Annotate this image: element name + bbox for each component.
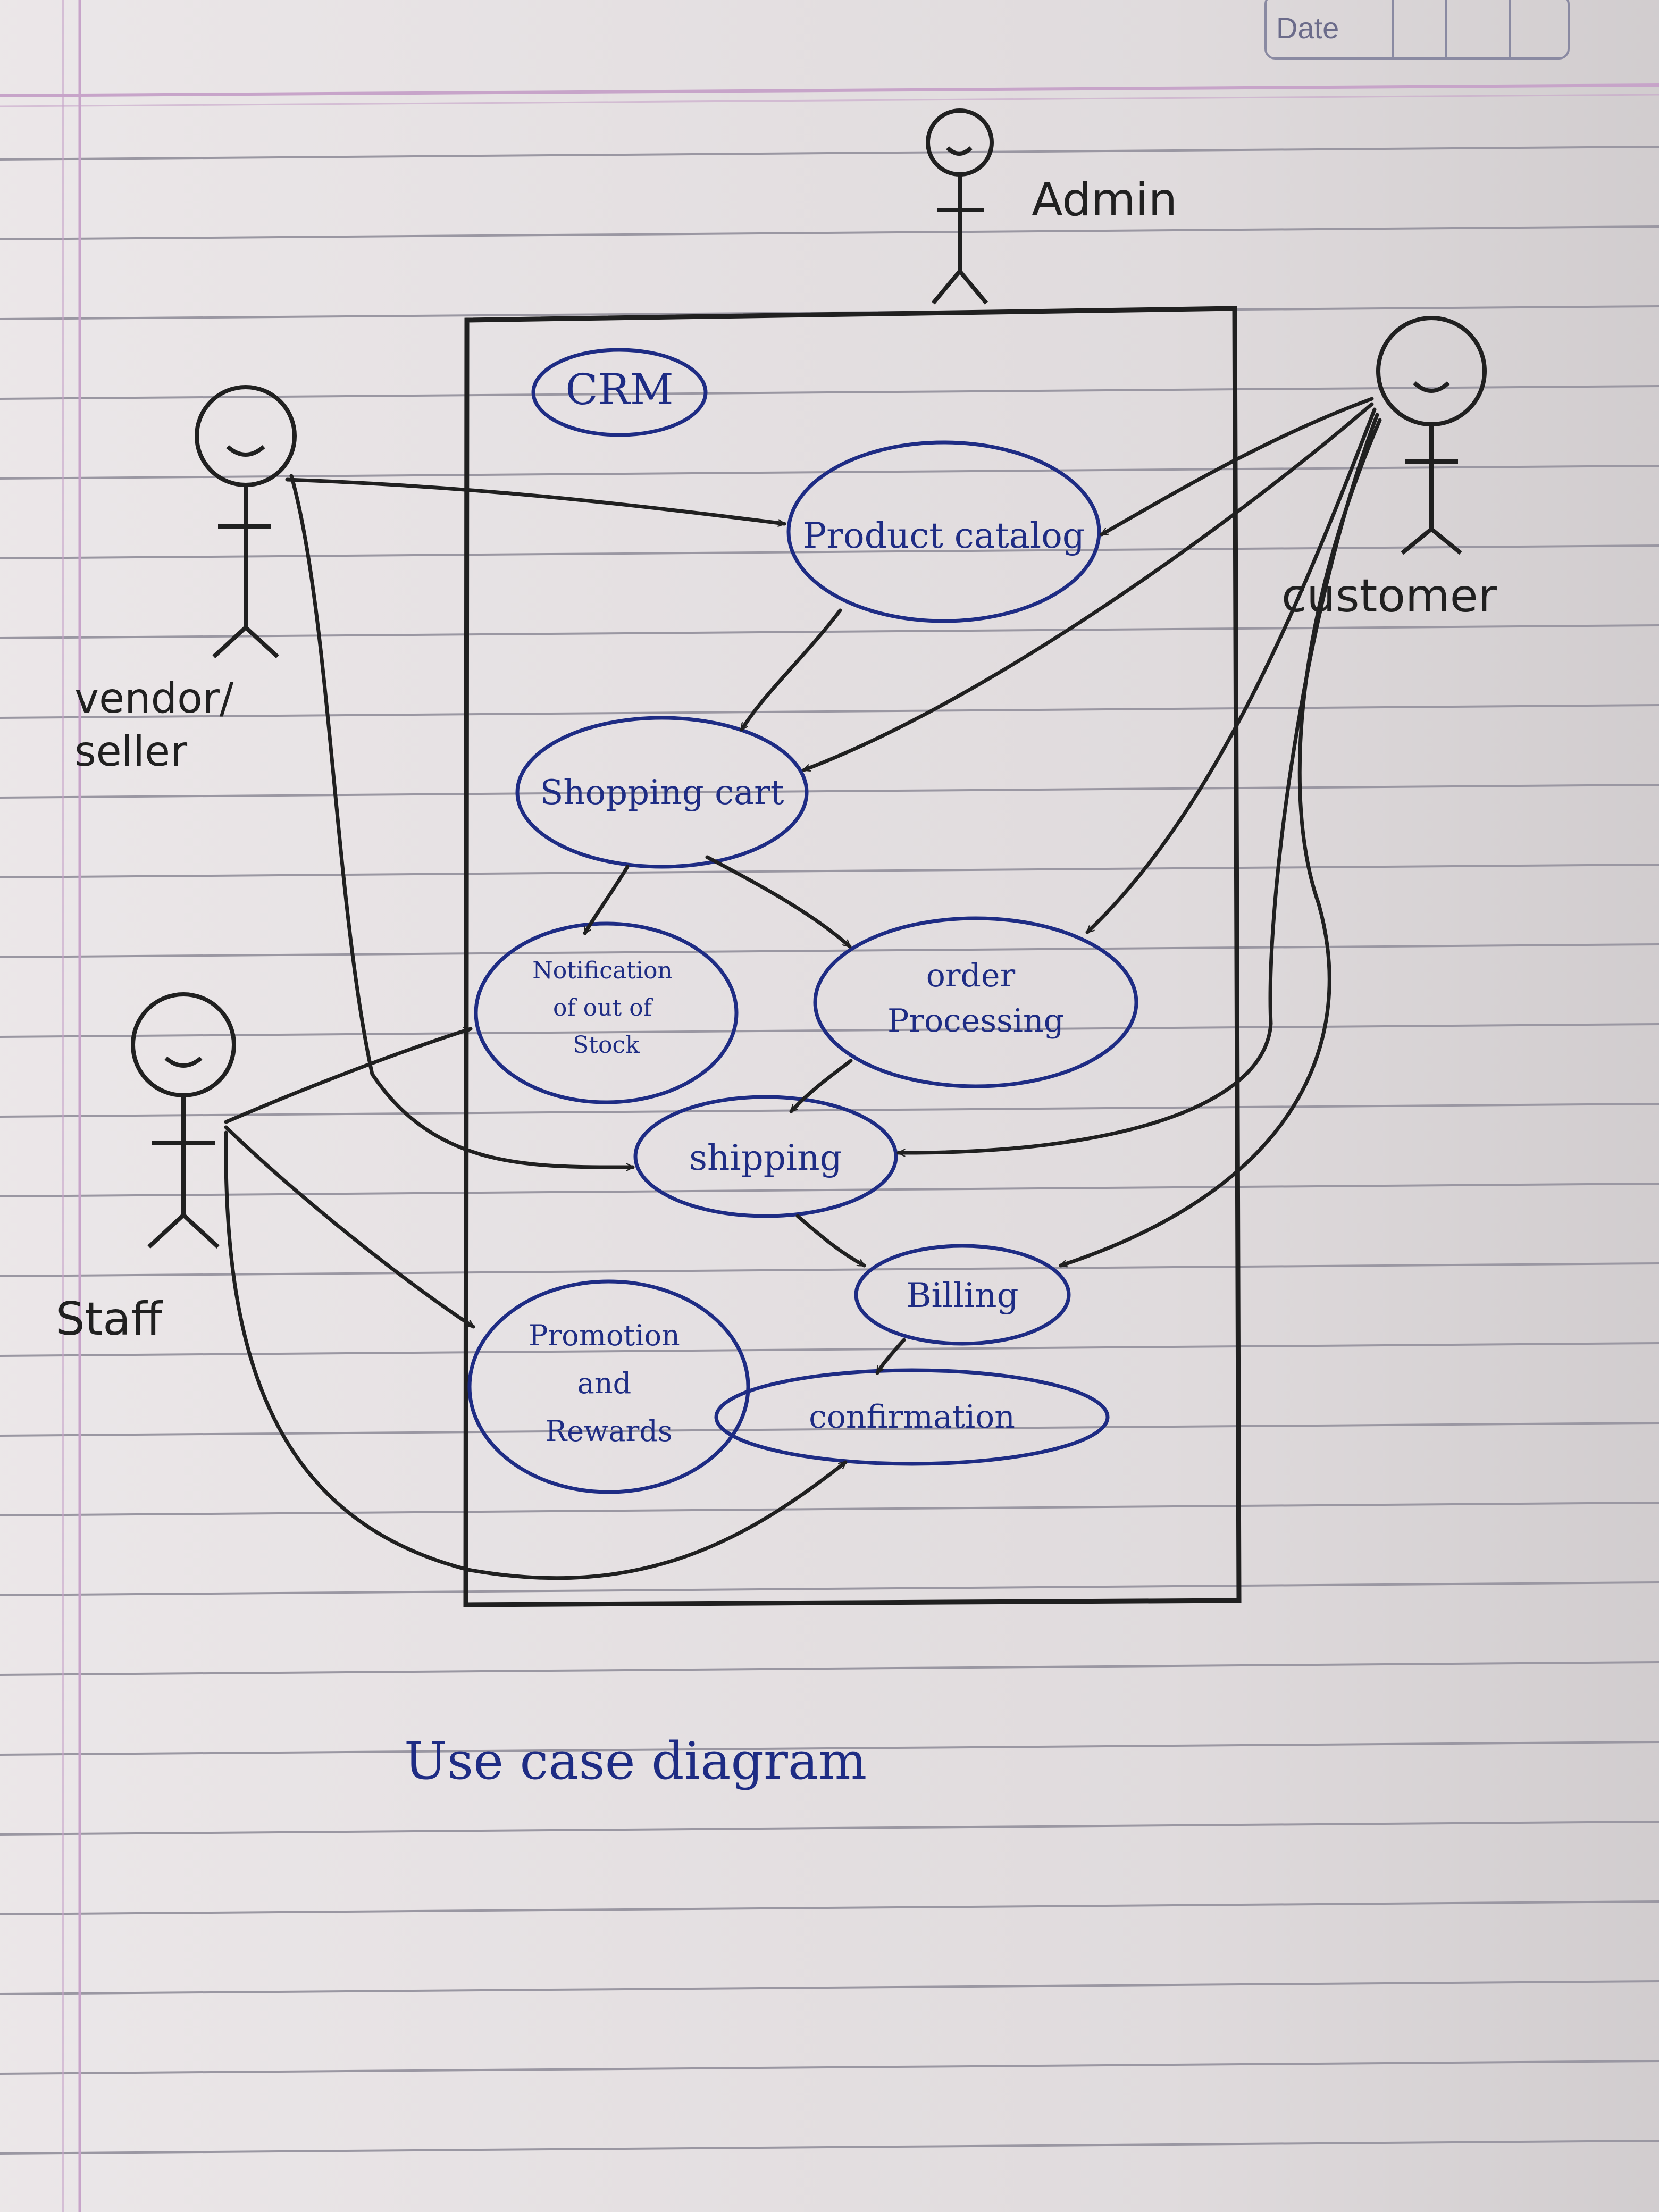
ruling-line	[0, 943, 1659, 958]
ruling-line	[0, 784, 1659, 799]
relationship-staff-to-confirmation	[224, 1130, 848, 1580]
relationship-order-processing-to-shipping	[789, 1059, 853, 1113]
ruling-line	[0, 1980, 1659, 1995]
use-case-label-billing: Billing	[906, 1276, 1018, 1316]
relationship-vendor-to-shipping	[289, 474, 635, 1167]
use-case-product-catalog: Product catalog	[786, 440, 1101, 623]
relationship-customer-to-shipping	[896, 413, 1379, 1153]
ruling-line	[0, 146, 1659, 161]
relationship-customer-to-billing	[1061, 418, 1382, 1266]
use-case-order-processing: order Processing	[813, 916, 1138, 1088]
notebook-ruling	[0, 146, 1659, 2155]
staff-head	[131, 992, 236, 1097]
use-case-billing: Billing	[854, 1244, 1071, 1346]
header-margin-line	[0, 83, 1659, 97]
actor-label-vendor: vendor/ seller	[74, 675, 247, 776]
relationship-vendor-to-product-catalog	[285, 477, 786, 524]
use-case-promotion: Promotion and Rewards	[467, 1279, 750, 1494]
use-case-label-shipping: shipping	[689, 1137, 842, 1178]
use-case-label-shopping-cart: Shopping cart	[540, 773, 784, 812]
customer-head	[1376, 316, 1487, 426]
system-label: CRM	[565, 365, 673, 414]
ruling-line	[0, 1821, 1659, 1836]
actor-label-admin: Admin	[1032, 173, 1177, 227]
ruling-line	[0, 1342, 1659, 1357]
use-case-label-notification: Notification of out of Stock	[532, 957, 680, 1059]
ruling-line	[0, 704, 1659, 719]
relationship-shipping-to-billing	[795, 1214, 866, 1268]
use-case-label-promotion: Promotion and Rewards	[529, 1319, 689, 1448]
ruling-line	[0, 1103, 1659, 1118]
ruling-line	[0, 624, 1659, 639]
system-boundary	[463, 306, 1242, 1607]
system-label-ellipse	[531, 348, 708, 437]
relationship-shopping-cart-to-order-processing	[705, 855, 852, 949]
use-case-label-order-processing: order Processing	[887, 957, 1064, 1040]
actor-staff	[131, 992, 236, 1249]
ruling-line	[0, 1422, 1659, 1437]
ruling-line	[0, 1741, 1659, 1756]
use-case-confirmation: confirmation	[714, 1368, 1110, 1466]
relationship-shopping-cart-to-notification	[583, 865, 630, 935]
use-case-shopping-cart: Shopping cart	[515, 716, 809, 869]
actor-label-customer: customer	[1281, 569, 1497, 623]
relationship-billing-to-confirmation	[875, 1338, 906, 1375]
header-margin-line	[0, 94, 1659, 107]
ruling-line	[0, 1023, 1659, 1038]
actor-admin	[926, 108, 994, 305]
ruling-line	[0, 2140, 1659, 2155]
use-case-label-confirmation: confirmation	[809, 1398, 1015, 1436]
ruling-line	[0, 544, 1659, 559]
use-case-shipping: shipping	[633, 1095, 898, 1218]
ruling-line	[0, 1183, 1659, 1197]
vendor-head	[195, 385, 297, 487]
actor-label-staff: Staff	[56, 1293, 163, 1346]
actor-vendor	[195, 385, 297, 658]
relationship-product-catalog-to-shopping-cart	[740, 608, 842, 732]
relationship-customer-to-product-catalog	[1100, 397, 1374, 537]
date-label: Date	[1276, 11, 1339, 45]
ruling-line	[0, 225, 1659, 240]
diagram-caption: Use case diagram	[404, 1731, 867, 1791]
relationship-customer-to-order-processing	[1085, 407, 1377, 934]
ruling-line	[0, 1502, 1659, 1516]
ruling-line	[0, 1661, 1659, 1676]
ruling-line	[0, 1262, 1659, 1277]
actor-label-vendor-line2: seller	[74, 728, 188, 776]
date-box: Date	[1264, 0, 1570, 60]
admin-head	[926, 108, 994, 177]
use-case-label-product-catalog: Product catalog	[803, 515, 1085, 556]
actor-customer	[1376, 316, 1487, 555]
ruling-line	[0, 1900, 1659, 1915]
ruling-line	[0, 1581, 1659, 1596]
ruling-line	[0, 2060, 1659, 2075]
relationship-staff-to-promotion	[224, 1125, 475, 1329]
use-case-notification: Notification of out of Stock	[474, 921, 739, 1104]
ruling-line	[0, 864, 1659, 878]
actor-label-vendor-line1: vendor/	[74, 675, 234, 723]
relationship-staff-to-notification	[224, 1029, 473, 1124]
relationship-customer-to-shopping-cart	[804, 402, 1374, 772]
relationship-arrows	[224, 397, 1382, 1580]
